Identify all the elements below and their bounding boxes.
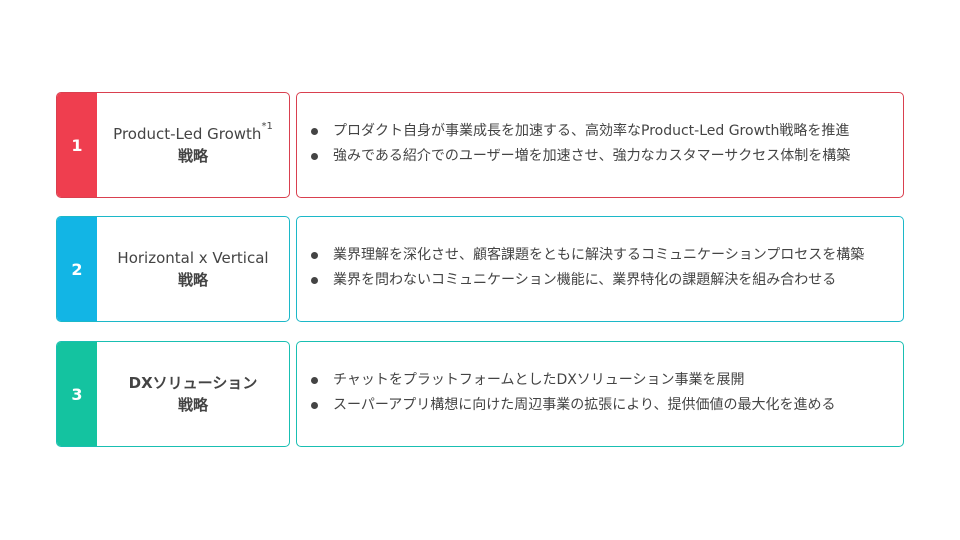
bullet-text: 業界を問わないコミュニケーション機能に、業界特化の課題解決を組み合わせる [333, 272, 837, 288]
strategy-row-1: 1 Product-Led Growth*1 戦略 プロダクト自身が事業成長を加… [56, 92, 904, 200]
bullet-text: スーパーアプリ構想に向けた周辺事業の拡張により、提供価値の最大化を進める [333, 397, 836, 413]
bullet-item: 業界理解を深化させ、顧客課題をともに解決するコミュニケーションプロセスを構築 [309, 243, 895, 268]
strategy-description-box: チャットをプラットフォームとしたDXソリューション事業を展開 スーパーアプリ構想… [296, 341, 904, 447]
strategy-description-box: プロダクト自身が事業成長を加速する、高効率なProduct-Led Growth… [296, 92, 904, 198]
strategy-title-box: 2 Horizontal x Vertical 戦略 [56, 216, 290, 322]
bullet-text: 業界理解を深化させ、顧客課題をともに解決するコミュニケーションプロセスを構築 [333, 247, 865, 263]
strategy-number-badge: 3 [57, 342, 97, 446]
strategy-number-badge: 1 [57, 93, 97, 197]
bullet-item: 強みである紹介でのユーザー増を加速させ、強力なカスタマーサクセス体制を構築 [309, 144, 895, 169]
strategy-description-box: 業界理解を深化させ、顧客課題をともに解決するコミュニケーションプロセスを構築 業… [296, 216, 904, 322]
strategy-number: 2 [71, 259, 83, 279]
strategy-title: DXソリューション 戦略 [97, 342, 289, 446]
bullet-item: プロダクト自身が事業成長を加速する、高効率なProduct-Led Growth… [309, 119, 895, 144]
bullet-list: 業界理解を深化させ、顧客課題をともに解決するコミュニケーションプロセスを構築 業… [309, 243, 895, 293]
strategy-name: Product-Led Growth*1 [113, 121, 273, 145]
strategy-title: Product-Led Growth*1 戦略 [97, 93, 289, 197]
strategy-name-text: DXソリューション [128, 374, 258, 392]
strategy-name-text: Horizontal x Vertical [117, 249, 269, 267]
bullet-text: 強みである紹介でのユーザー増を加速させ、強力なカスタマーサクセス体制を構築 [333, 148, 851, 164]
strategy-row-3: 3 DXソリューション 戦略 チャットをプラットフォームとしたDXソリューション… [56, 341, 904, 449]
strategy-suffix: 戦略 [177, 396, 208, 414]
bullet-dot-icon [311, 153, 318, 160]
strategy-title-box: 1 Product-Led Growth*1 戦略 [56, 92, 290, 198]
strategy-suffix: 戦略 [177, 147, 208, 165]
strategy-name: Horizontal x Vertical [117, 247, 268, 269]
bullet-dot-icon [311, 128, 318, 135]
strategy-number-badge: 2 [57, 217, 97, 321]
bullet-list: プロダクト自身が事業成長を加速する、高効率なProduct-Led Growth… [309, 119, 895, 169]
strategy-number: 3 [71, 384, 83, 404]
strategy-number: 1 [71, 135, 83, 155]
bullet-text: チャットをプラットフォームとしたDXソリューション事業を展開 [333, 372, 745, 388]
strategy-name-text: Product-Led Growth [113, 125, 262, 143]
bullet-dot-icon [311, 277, 318, 284]
bullet-list: チャットをプラットフォームとしたDXソリューション事業を展開 スーパーアプリ構想… [309, 368, 895, 418]
bullet-dot-icon [311, 402, 318, 409]
bullet-item: スーパーアプリ構想に向けた周辺事業の拡張により、提供価値の最大化を進める [309, 393, 895, 418]
strategy-row-2: 2 Horizontal x Vertical 戦略 業界理解を深化させ、顧客課… [56, 216, 904, 324]
strategy-name: DXソリューション [129, 372, 258, 394]
strategy-title: Horizontal x Vertical 戦略 [97, 217, 289, 321]
bullet-dot-icon [311, 252, 318, 259]
strategy-suffix: 戦略 [177, 271, 208, 289]
bullet-text: プロダクト自身が事業成長を加速する、高効率なProduct-Led Growth… [333, 123, 850, 139]
strategy-title-box: 3 DXソリューション 戦略 [56, 341, 290, 447]
bullet-item: チャットをプラットフォームとしたDXソリューション事業を展開 [309, 368, 895, 393]
footnote-marker: *1 [261, 121, 273, 132]
bullet-dot-icon [311, 377, 318, 384]
bullet-item: 業界を問わないコミュニケーション機能に、業界特化の課題解決を組み合わせる [309, 268, 895, 293]
